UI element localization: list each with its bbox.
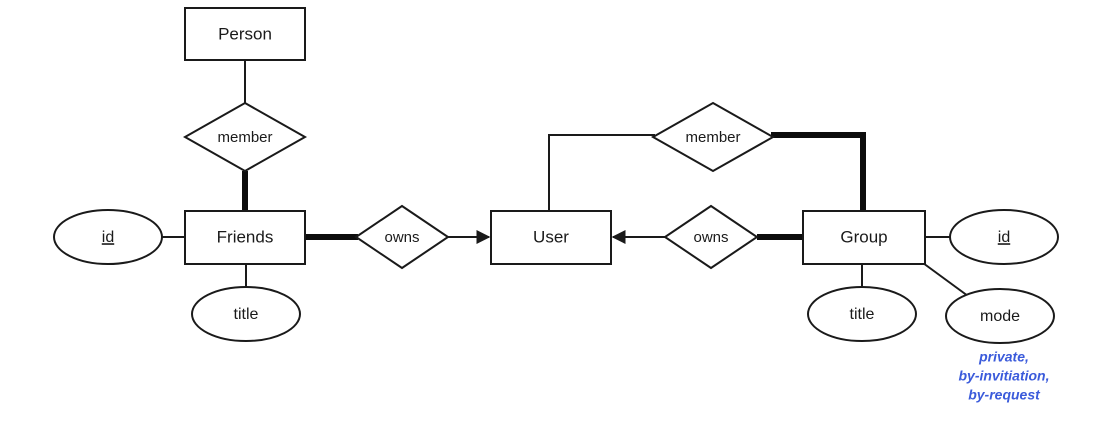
relationship-owns-right[interactable]: owns [663, 204, 759, 270]
relationship-owns-left[interactable]: owns [354, 204, 450, 270]
relationship-owns-right-diamond[interactable] [663, 204, 759, 270]
attribute-friends-id-ellipse[interactable] [53, 209, 163, 265]
attribute-group-mode[interactable]: mode [945, 288, 1055, 344]
relationship-owns-left-label: owns [384, 229, 419, 246]
entity-person[interactable]: Person [184, 7, 306, 61]
relationship-owns-right-label: owns [693, 229, 728, 246]
relationship-member-left-diamond[interactable] [182, 101, 308, 173]
entity-group-label: Group [840, 227, 887, 246]
relationship-owns-left-diamond[interactable] [354, 204, 450, 270]
entity-friends[interactable]: Friends [184, 210, 306, 265]
entity-person-label: Person [218, 24, 272, 43]
entity-friends-box[interactable] [184, 210, 306, 265]
attribute-group-title-ellipse[interactable] [807, 286, 917, 342]
relationship-member-left[interactable]: member [182, 101, 308, 173]
annotation-mode-line-2: by-invitiation, [959, 368, 1050, 384]
attribute-friends-id-label: id [102, 229, 114, 246]
attribute-group-title[interactable]: title [807, 286, 917, 342]
entity-friends-label: Friends [217, 227, 274, 246]
attribute-friends-title-label: title [234, 306, 259, 323]
annotation-mode-values: private, by-invitiation, by-request [959, 349, 1050, 403]
relationship-member-right-diamond[interactable] [650, 101, 776, 173]
edge-member-group [771, 132, 866, 212]
attribute-group-mode-ellipse[interactable] [945, 288, 1055, 344]
attribute-group-id-label: id [998, 229, 1010, 246]
attribute-group-id-ellipse[interactable] [949, 209, 1059, 265]
entity-person-box[interactable] [184, 7, 306, 61]
attribute-friends-title-ellipse[interactable] [191, 286, 301, 342]
entity-group-box[interactable] [802, 210, 926, 265]
edge-group-mode [922, 262, 969, 297]
attribute-friends-id[interactable]: id [53, 209, 163, 265]
attribute-friends-title[interactable]: title [191, 286, 301, 342]
entity-group[interactable]: Group [802, 210, 926, 265]
entity-user[interactable]: User [490, 210, 612, 265]
edge-user-member [548, 134, 655, 211]
relationship-member-right[interactable]: member [650, 101, 776, 173]
attribute-group-title-label: title [850, 306, 875, 323]
annotation-mode-line-3: by-request [968, 387, 1041, 403]
relationship-member-right-label: member [685, 129, 740, 146]
attribute-group-mode-label: mode [980, 308, 1020, 325]
entity-user-box[interactable] [490, 210, 612, 265]
entity-user-label: User [533, 227, 569, 246]
attribute-group-id[interactable]: id [949, 209, 1059, 265]
relationship-member-left-label: member [217, 129, 272, 146]
annotation-mode-line-1: private, [978, 349, 1029, 365]
